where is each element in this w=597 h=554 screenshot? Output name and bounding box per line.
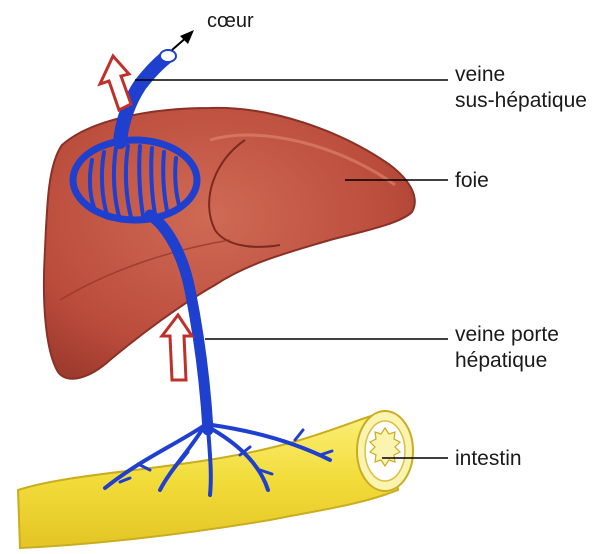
label-coeur: cœur xyxy=(207,8,254,34)
blood-flow-arrow-up xyxy=(100,56,131,110)
label-veine-sus-hepatique-line-1: veine xyxy=(455,62,587,88)
label-veine-porte-line-2: hépatique xyxy=(455,348,559,374)
label-coeur-text: cœur xyxy=(207,8,254,34)
label-veine-porte-hepatique: veine porte hépatique xyxy=(455,322,559,374)
label-intestin: intestin xyxy=(455,446,522,472)
label-foie: foie xyxy=(455,168,489,194)
arrow-to-heart xyxy=(160,30,194,62)
label-intestin-text: intestin xyxy=(455,446,522,472)
blood-flow-arrow-portal xyxy=(162,315,192,380)
label-veine-sus-hepatique: veine sus-hépatique xyxy=(455,62,587,114)
label-foie-text: foie xyxy=(455,168,489,194)
label-veine-sus-hepatique-line-2: sus-hépatique xyxy=(455,88,587,114)
label-veine-porte-line-1: veine porte xyxy=(455,322,559,348)
